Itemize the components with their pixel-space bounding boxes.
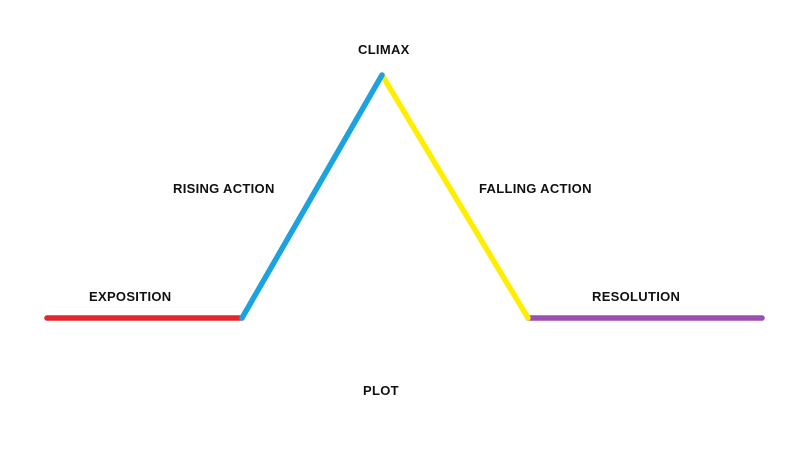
exposition-label: EXPOSITION	[89, 289, 172, 304]
rising-action-label: RISING ACTION	[173, 181, 275, 196]
falling-action-line	[379, 72, 531, 321]
plot-label: PLOT	[363, 383, 399, 398]
resolution-label: RESOLUTION	[592, 289, 681, 304]
rising-action-line	[239, 72, 385, 321]
falling-action-label: FALLING ACTION	[479, 181, 592, 196]
climax-label: CLIMAX	[358, 42, 410, 57]
